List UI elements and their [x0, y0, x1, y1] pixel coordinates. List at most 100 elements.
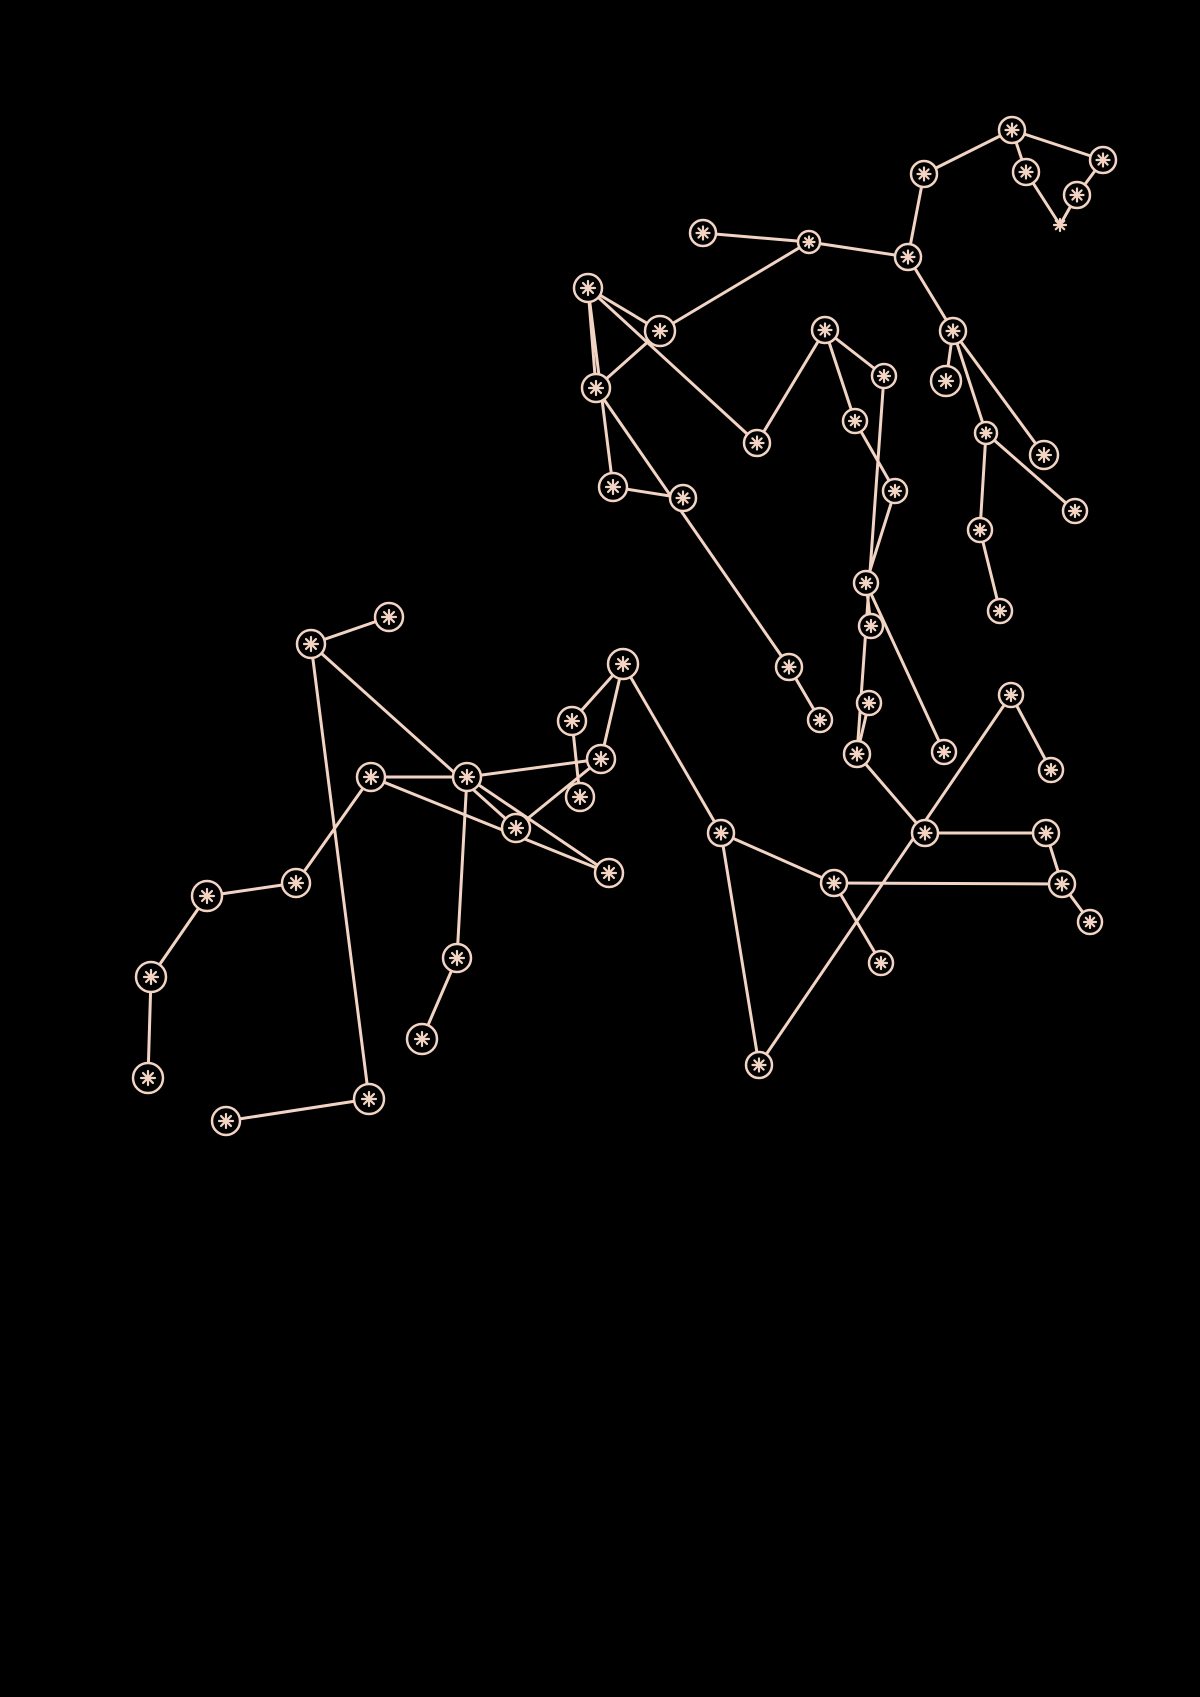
asterisk-circle-icon	[781, 659, 797, 675]
graph-node-n9	[688, 218, 718, 248]
graph-node-n34	[910, 818, 940, 848]
edge-n8-n10	[658, 240, 811, 333]
graph-node-n33	[855, 689, 883, 717]
asterisk-circle-icon	[1038, 825, 1054, 841]
edge-n32-n34	[855, 752, 927, 835]
graph-node-n8	[796, 229, 822, 255]
asterisk-circle-icon	[600, 864, 618, 882]
asterisk-circle-icon	[849, 746, 865, 762]
asterisk-circle-icon	[360, 1090, 378, 1108]
edge-n9-n8	[701, 231, 811, 244]
asterisk-circle-icon	[563, 712, 581, 730]
asterisk-circle-icon	[826, 875, 842, 891]
edge-n42-n47	[599, 662, 625, 761]
graph-node-n6	[909, 159, 939, 189]
edge-n56-n57	[146, 975, 153, 1080]
asterisk-circle-icon	[817, 322, 833, 338]
graph-node-n48	[500, 812, 532, 844]
graph-node-n3	[1011, 157, 1041, 187]
graph-node-n10	[643, 314, 677, 348]
graph-node-n45	[997, 681, 1025, 709]
edge-n52-n50	[369, 775, 611, 875]
graph-node-n32	[842, 739, 872, 769]
asterisk-circle-icon	[812, 712, 828, 728]
asterisk-circle-icon	[1067, 503, 1083, 519]
asterisk-circle-icon	[1004, 122, 1020, 138]
edge-n18-n19	[755, 328, 827, 445]
graph-node-n24	[930, 738, 958, 766]
graph-node-n46	[1037, 756, 1065, 784]
graph-node-n30	[966, 516, 994, 544]
graph-node-n12	[580, 372, 612, 404]
edge-n40-n42	[621, 662, 723, 835]
graph-node-n7	[893, 242, 923, 272]
asterisk-circle-icon	[458, 768, 476, 786]
graph-node-n43	[556, 705, 588, 737]
asterisk-circle-icon	[713, 825, 729, 841]
asterisk-circle-icon	[916, 166, 932, 182]
edge-n58-n60	[309, 642, 371, 1101]
asterisk-circle-icon	[604, 478, 622, 496]
asterisk-circle-icon	[1069, 187, 1085, 203]
graph-node-n51	[441, 942, 473, 974]
edge-n48-n58	[309, 642, 518, 830]
asterisk-circle-icon	[936, 744, 952, 760]
graph-node-n27	[806, 706, 834, 734]
graph-node-n4	[1062, 180, 1092, 210]
graph-node-n31	[986, 597, 1014, 625]
graph-node-n35	[1031, 818, 1061, 848]
graph-node-n28	[973, 420, 999, 446]
graph-node-n14	[938, 316, 968, 346]
asterisk-circle-icon	[198, 887, 216, 905]
graph-node-n20	[870, 362, 898, 390]
graph-node-n39	[867, 949, 895, 977]
graph-node-n60	[352, 1082, 386, 1116]
graph-node-n58	[295, 628, 327, 660]
asterisk-circle-icon	[749, 435, 765, 451]
asterisk-circle-icon	[1052, 217, 1068, 233]
asterisk-circle-icon	[507, 819, 525, 837]
edge-n28-n29	[984, 431, 1077, 513]
edge-n41-n45	[757, 693, 1013, 1067]
graph-node-n44	[564, 781, 596, 813]
asterisk-circle-icon	[695, 225, 711, 241]
asterisk-circle-icon	[1003, 687, 1019, 703]
graph-node-n5	[1052, 217, 1068, 233]
graph-node-n59	[373, 601, 405, 633]
node-layer	[131, 115, 1118, 1137]
asterisk-circle-icon	[937, 372, 955, 390]
edge-n14-n28	[951, 329, 988, 435]
graph-node-n1	[997, 115, 1027, 145]
graph-node-n61	[210, 1105, 242, 1137]
edge-n14-n15	[951, 329, 1046, 457]
graph-node-n40	[706, 818, 736, 848]
asterisk-circle-icon	[1082, 914, 1098, 930]
graph-node-n19	[810, 315, 840, 345]
graph-node-n29	[1061, 497, 1089, 525]
graph-node-n50	[593, 857, 625, 889]
asterisk-circle-icon	[142, 968, 160, 986]
graph-node-n56	[134, 960, 168, 994]
asterisk-circle-icon	[861, 695, 877, 711]
edge-n1-n2	[1010, 128, 1105, 162]
asterisk-circle-icon	[1054, 876, 1070, 892]
edge-n30-n31	[978, 528, 1002, 613]
asterisk-circle-icon	[614, 655, 632, 673]
graph-node-n2	[1088, 145, 1118, 175]
asterisk-circle-icon	[139, 1069, 157, 1087]
edge-n38-n40	[719, 831, 836, 885]
graph-node-n38	[819, 868, 849, 898]
asterisk-circle-icon	[1018, 164, 1034, 180]
edge-n7-n14	[906, 255, 955, 333]
edge-n23-n24	[864, 581, 946, 754]
asterisk-circle-icon	[863, 618, 879, 634]
graph-node-n42	[606, 647, 640, 681]
edge-n1-n6	[922, 128, 1014, 176]
graph-node-n23	[852, 569, 880, 597]
edge-n12-n26	[594, 386, 791, 669]
edge-n40-n41	[719, 831, 761, 1067]
edge-n49-n50	[465, 775, 611, 875]
asterisk-circle-icon	[675, 490, 691, 506]
